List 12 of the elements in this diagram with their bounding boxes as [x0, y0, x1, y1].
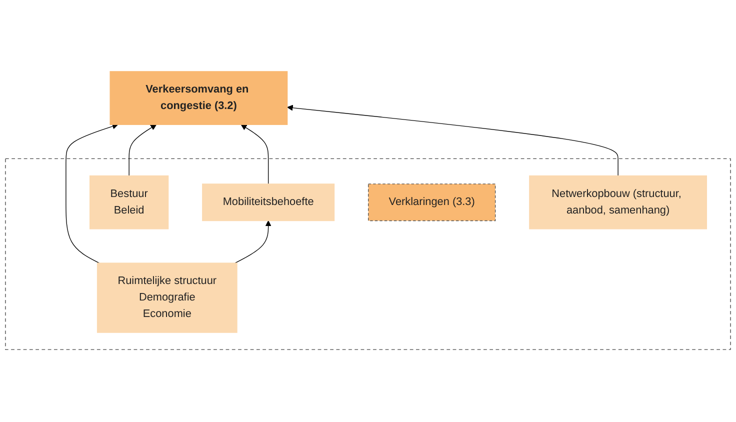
node-box: Ruimtelijke structuur Demografie Economie: [96, 263, 238, 334]
arrow: [287, 105, 618, 177]
node-box: Verklaringen (3.3): [368, 184, 496, 222]
cluster: [5, 158, 731, 350]
arrow: [234, 220, 272, 264]
arrow: [240, 124, 269, 185]
arrow: [128, 124, 157, 177]
node-box: Verkeersomvang en congestie (3.2): [110, 72, 288, 126]
node-box: Bestuur Beleid: [89, 176, 169, 230]
arrow: [66, 124, 118, 264]
node-box: Mobiliteitsbehoefte: [202, 184, 335, 222]
node-box: Netwerkopbouw (structuur, aanbod, samenhang): [529, 176, 708, 230]
